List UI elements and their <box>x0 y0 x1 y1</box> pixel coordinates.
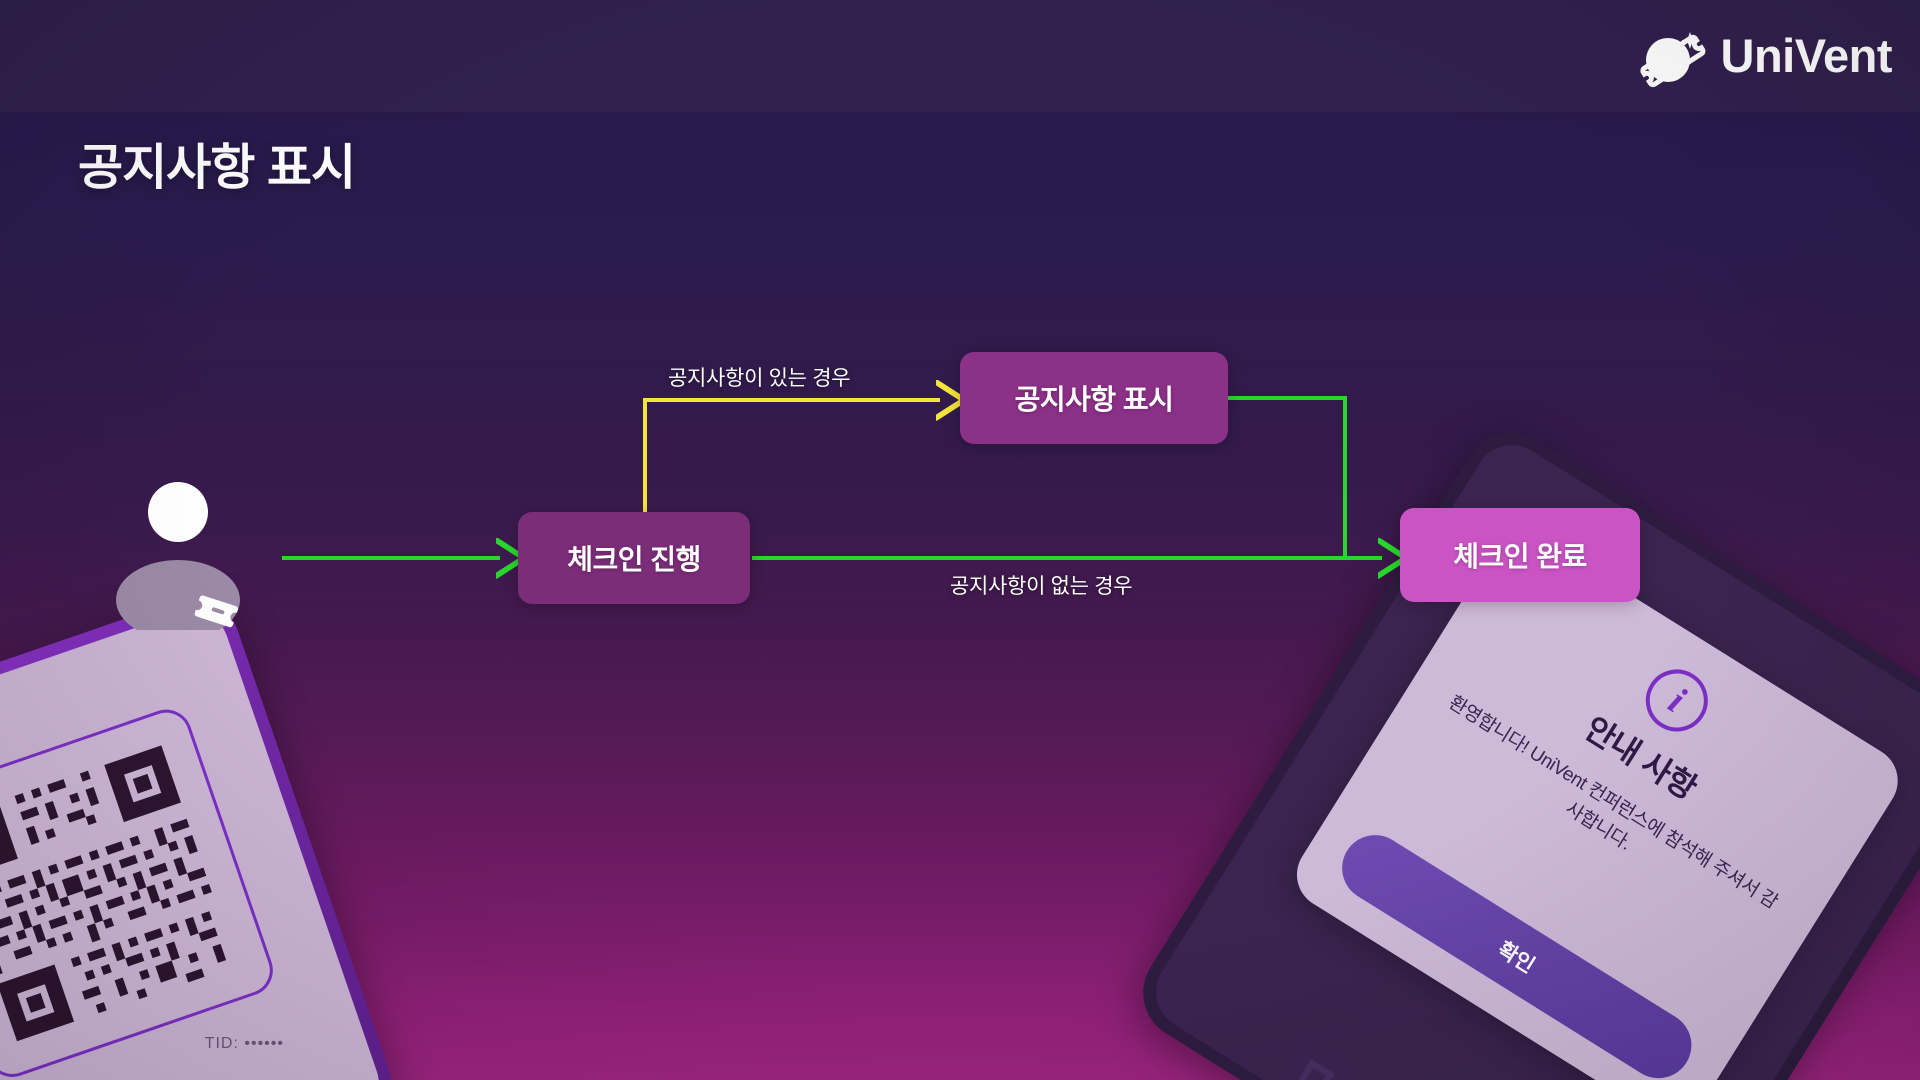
qr-code-icon <box>0 734 249 1053</box>
edge-label-has-notice: 공지사항이 있는 경우 <box>668 367 851 390</box>
page-title: 공지사항 표시 <box>78 141 356 195</box>
edge-notice-to-done <box>1228 396 1347 558</box>
qr-code-card-right <box>1168 1014 1512 1080</box>
header-band <box>0 0 1920 112</box>
qr-code-card-left <box>0 702 280 1080</box>
qr-code-icon <box>1277 1040 1377 1080</box>
planet-ticket-sparkle-icon <box>1637 22 1707 88</box>
edge-label-no-notice: 공지사항이 없는 경우 <box>950 575 1133 598</box>
phone-left-screen: OTP 코드 <box>0 600 390 1080</box>
node-notice-display[interactable]: 공지사항 표시 <box>960 352 1228 444</box>
actor-person-icon <box>110 480 290 640</box>
node-checkin-label: 체크인 진행 <box>567 544 701 575</box>
edge-checkin-to-notice <box>643 400 940 512</box>
brand-name: UniVent <box>1720 28 1893 82</box>
node-done-label: 체크인 완료 <box>1453 541 1587 572</box>
phone-left-body: OTP 코드 <box>0 585 405 1080</box>
node-checkin-progress[interactable]: 체크인 진행 <box>518 512 750 604</box>
phone-mockup-right: i 안내 사항 환영합니다! UniVent 컨퍼런스에 참석해 주셔서 감사합… <box>1125 414 1920 1080</box>
phone-mockup-left: OTP 코드 <box>0 585 405 1080</box>
node-checkin-complete[interactable]: 체크인 완료 <box>1400 508 1640 602</box>
node-notice-label: 공지사항 표시 <box>1014 384 1174 415</box>
phone-right-screen: i 안내 사항 환영합니다! UniVent 컨퍼런스에 참석해 주셔서 감사합… <box>1141 430 1920 1080</box>
brand-logo: UniVent <box>1637 22 1893 88</box>
phone-right-body: i 안내 사항 환영합니다! UniVent 컨퍼런스에 참석해 주셔서 감사합… <box>1125 414 1920 1080</box>
